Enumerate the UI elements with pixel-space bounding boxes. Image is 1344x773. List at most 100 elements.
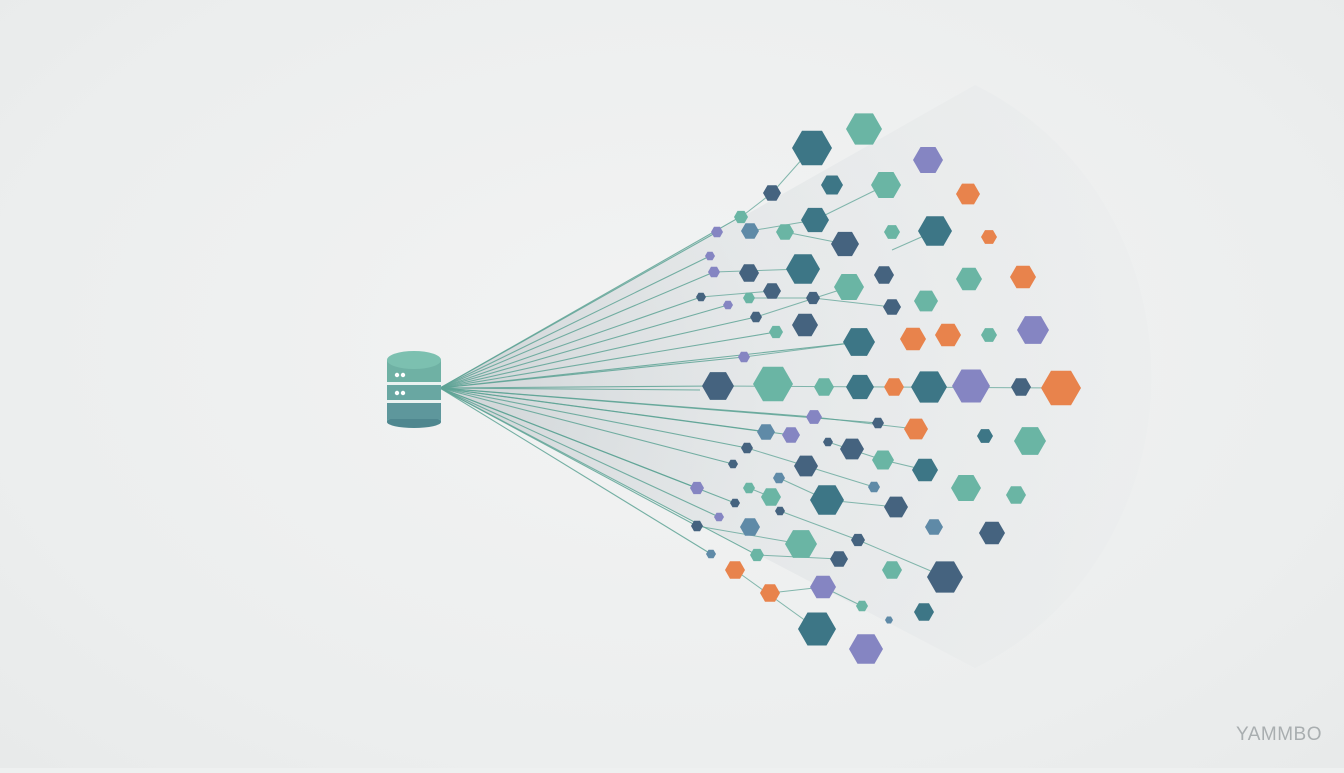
hexagon-icon <box>763 283 781 299</box>
hexagon-icon <box>738 351 750 363</box>
fan-sector <box>440 85 1152 668</box>
hexagon-icon <box>763 185 781 201</box>
hexagon-icon <box>773 472 785 484</box>
hexagon-icon <box>810 575 836 599</box>
connection-line <box>439 387 748 449</box>
hexagon-icon <box>882 561 902 579</box>
hexagon-icon <box>702 372 734 400</box>
connection-line <box>755 286 850 318</box>
hexagon-icon <box>872 417 884 429</box>
hexagon-icon <box>925 519 943 535</box>
hexagon-nodes <box>690 113 1081 664</box>
connection-line <box>439 387 736 504</box>
hexagon-icon <box>730 498 740 508</box>
hexagon-icon <box>757 424 775 440</box>
hexagon-icon <box>856 600 868 612</box>
connection-line <box>857 539 946 578</box>
connection-line <box>439 387 701 391</box>
hexagon-icon <box>846 113 882 145</box>
hexagon-icon <box>691 520 703 532</box>
connection-line <box>812 297 893 308</box>
connection-line <box>439 231 718 389</box>
hexagon-icon <box>782 427 800 443</box>
hexagon-icon <box>810 485 844 515</box>
hexagon-icon <box>728 459 738 469</box>
hexagon-icon <box>918 216 952 246</box>
hexagon-icon <box>849 634 883 664</box>
hexagon-icon <box>912 458 938 482</box>
hexagon-icon <box>711 226 723 238</box>
hexagon-icon <box>821 175 843 195</box>
hexagon-icon <box>705 251 715 261</box>
hexagon-icon <box>935 323 961 347</box>
hexagon-icon <box>723 300 733 310</box>
connection-line <box>439 331 777 389</box>
hexagon-icon <box>840 438 864 460</box>
hexagon-icon <box>1011 378 1031 396</box>
hexagon-icon <box>981 230 997 244</box>
hexagon-icon <box>1006 486 1026 504</box>
hexagon-icon <box>834 274 864 300</box>
connection-line <box>439 387 792 436</box>
hexagon-icon <box>883 299 901 315</box>
hexagon-icon <box>884 496 908 518</box>
connection-line <box>439 387 712 555</box>
hexagon-icon <box>904 418 928 440</box>
hexagon-icon <box>725 561 745 579</box>
connection-line <box>439 387 720 518</box>
hexagon-icon <box>1041 370 1081 406</box>
hexagon-icon <box>769 325 783 339</box>
connection-line <box>743 341 860 358</box>
hexagon-icon <box>823 437 833 447</box>
hexagon-icon <box>952 369 990 403</box>
connection-line <box>439 296 702 389</box>
hexagon-icon <box>885 616 893 624</box>
hexagon-icon <box>956 183 980 205</box>
hexagon-icon <box>739 264 759 282</box>
hexagon-icon <box>830 551 848 567</box>
hexagon-icon <box>714 512 724 522</box>
hexagon-icon <box>1010 265 1036 289</box>
database-icon <box>387 351 441 428</box>
hexagon-icon <box>884 225 900 239</box>
hexagon-icon <box>690 481 704 495</box>
hexagon-icon <box>776 224 794 240</box>
hexagon-icon <box>741 442 753 454</box>
hexagon-icon <box>760 584 780 602</box>
connection-line <box>439 304 729 389</box>
hexagon-icon <box>743 482 755 494</box>
hexagon-icon <box>753 366 793 402</box>
hexagon-icon <box>814 378 834 396</box>
hexagon-icon <box>696 292 706 302</box>
hexagon-icon <box>775 506 785 516</box>
hexagon-icon <box>872 450 894 470</box>
connection-line <box>439 316 757 389</box>
hexagon-icon <box>794 455 818 477</box>
hexagon-icon <box>927 561 963 593</box>
hexagon-icon <box>740 518 760 536</box>
hexagon-icon <box>743 292 755 304</box>
hexagon-icon <box>900 327 926 351</box>
connection-line <box>779 510 859 541</box>
hexagon-icon <box>801 207 829 233</box>
hexagon-icon <box>868 481 880 493</box>
hexagon-icon <box>871 172 901 198</box>
connection-line <box>439 255 711 389</box>
hexagon-icon <box>914 603 934 621</box>
hexagon-icon <box>831 231 859 257</box>
hexagon-icon <box>914 290 938 312</box>
connection-lines <box>439 147 1062 630</box>
hexagon-icon <box>741 223 759 239</box>
hexagon-icon <box>1017 316 1049 344</box>
hexagon-icon <box>951 475 981 501</box>
watermark-text: YAMMBO <box>1235 724 1322 745</box>
connection-line <box>439 387 734 465</box>
connection-line <box>814 184 887 221</box>
hexagon-icon <box>750 548 764 562</box>
hexagon-icon <box>734 210 748 224</box>
hexagon-icon <box>792 313 818 337</box>
hexagon-icon <box>761 488 781 506</box>
connection-line <box>439 385 719 389</box>
hexagon-icon <box>798 612 836 646</box>
